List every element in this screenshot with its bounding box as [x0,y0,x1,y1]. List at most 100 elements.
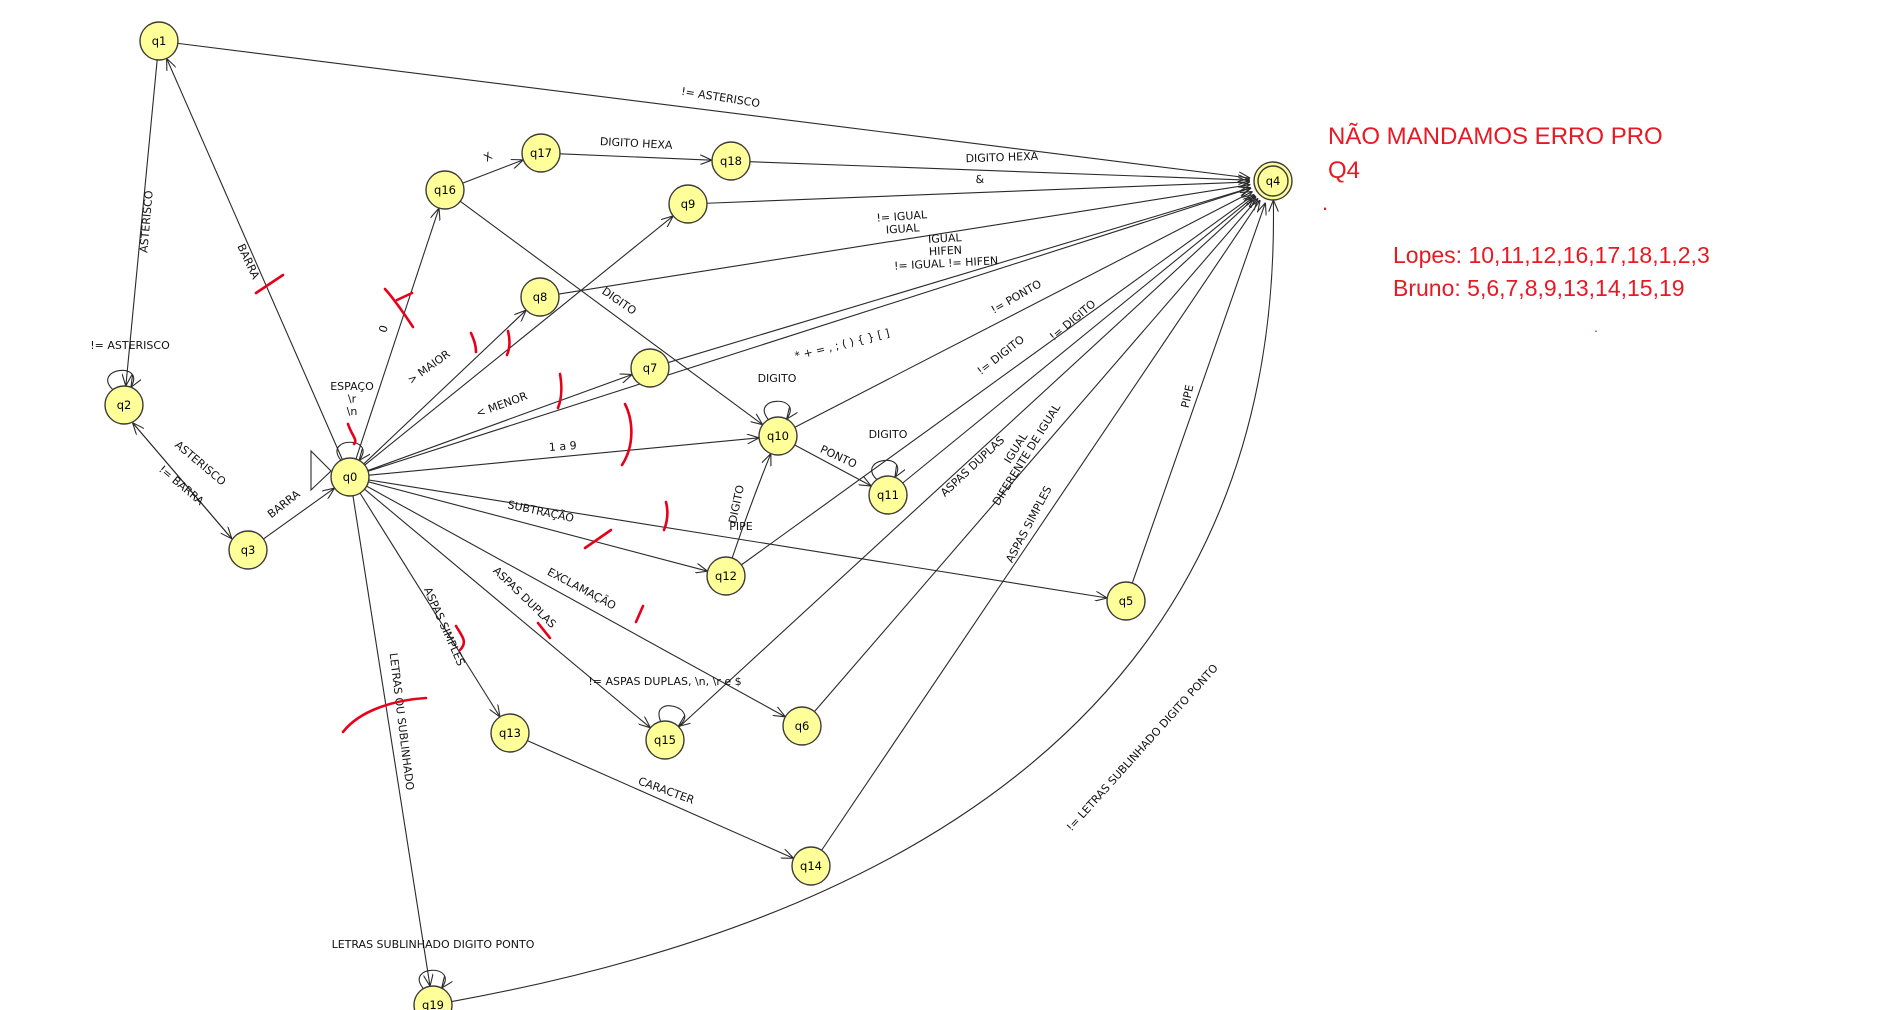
red-strike-mark [469,331,478,354]
transition-label-q16-q10: DIGITO [599,285,639,318]
transition-q10-q4 [794,192,1253,428]
transition-label-q18-q4: DIGITO HEXA [965,150,1039,166]
transition-label-q19-q19: LETRAS SUBLINHADO DIGITO PONTO [332,938,535,951]
initial-state-arrow [310,449,332,492]
transition-q18-q4 [749,161,1250,180]
red-strike-mark [346,422,357,446]
red-strike-mark [620,402,633,467]
state-label: q1 [152,34,167,48]
red-strike-mark [556,372,563,410]
state-label: q10 [767,429,789,443]
transition-label-q0-q5: PIPE [729,520,753,533]
transition-q0-q7 [367,374,632,472]
red-strike-mark [254,273,285,295]
note-no-error-q4: NÃO MANDAMOS ERRO PRO Q4 [1328,123,1663,184]
transition-q10-q11 [794,444,872,486]
transition-label-q0-q9: & [975,173,985,187]
transition-q16-q10 [459,200,762,424]
red-strike-mark [634,604,645,624]
transition-label-q19-q4: != LETRAS SUBLINHADO DIGITO PONTO [1064,661,1221,833]
transition-q0-q12 [368,481,707,571]
transition-label-q1-q2: ASTERISCO [137,190,155,254]
transition-label-q0-q8: > MAIOR [405,347,453,387]
state-q6: q6 [782,706,822,746]
transition-q8-q4 [558,185,1251,295]
red-strike-mark [505,329,511,357]
state-q0: q0 [330,457,370,497]
transition-label-q11-q4: != DIGITO [975,333,1027,378]
transition-q17-q18 [559,153,712,160]
transition-label-q0-q13: ASPAS SIMPLES [421,585,467,668]
red-strike-marks [254,273,669,734]
transition-q0-q1 [167,58,343,460]
transition-q0-q5 [368,479,1107,598]
transition-q1-q4 [177,42,1250,178]
state-label: q17 [530,146,552,160]
transition-label-q12-q10: DIGITO [726,484,747,525]
transition-label-q10-q11: PONTO [818,443,859,471]
state-label: q0 [343,470,358,484]
transition-label-q14-q4: ASPAS SIMPLES [1003,484,1054,565]
transition-q16-q17 [462,160,524,184]
state-label: q2 [117,398,132,412]
state-label: q9 [681,197,696,211]
state-q2: q2 [104,385,144,425]
transition-q0-q6 [366,485,786,717]
transition-q12-q10 [731,454,771,559]
transition-q0-q19 [352,495,430,986]
red-strike-mark [536,621,552,640]
transition-label-q16-q17: X [482,149,496,164]
red-strike-mark [341,696,428,734]
transition-label-q0-q6: EXCLAMAÇÃO [545,565,618,612]
red-strike-mark [583,528,613,550]
transition-q12-q4 [741,194,1254,566]
transition-label-q0-q7: < MENOR [474,389,529,420]
transition-q15-q15 [658,705,685,727]
transition-q0-q10 [368,438,759,476]
transition-q15-q4 [678,197,1256,728]
state-label: q7 [643,361,658,375]
transition-label-q7-q4: IGUALHIFEN!= IGUAL != HIFEN [892,229,998,272]
state-q4: q4 [1253,161,1293,201]
state-label: q6 [795,719,810,733]
transition-q0-q0 [336,441,363,460]
note-dot-small: . [1594,319,1598,335]
state-label: q12 [715,569,737,583]
state-label: q15 [654,733,676,747]
transition-label-q17-q18: DIGITO HEXA [600,135,674,152]
transition-q7-q4 [668,188,1251,364]
transition-q13-q14 [527,740,793,859]
transition-label-q0-q19: LETRAS OU SUBLINHADO [387,652,417,791]
state-q17: q17 [521,133,561,173]
transition-q0-q8 [363,310,526,465]
transition-q11-q11 [871,459,898,481]
state-q19: q19 [413,985,453,1010]
transition-q0-q4 [367,188,1251,472]
transition-label-q3-q0: BARRA [265,487,303,521]
transition-label-q0-q4: * + = , ; ( ) { } [ ] [793,327,891,363]
transition-label-q1-q4: != ASTERISCO [680,85,761,110]
state-q7: q7 [630,348,670,388]
state-q14: q14 [791,846,831,886]
state-label: q11 [877,488,899,502]
red-strike-mark [395,291,414,302]
transition-q2-q2 [107,369,134,391]
transition-label-q0-q1: BARRA [234,242,262,282]
state-q10: q10 [758,416,798,456]
state-label: q16 [434,183,456,197]
state-q11: q11 [868,475,908,515]
note-lopes-states: Lopes: 10,11,12,16,17,18,1,2,3 [1393,242,1710,268]
transition-q3-q0 [263,488,334,540]
transition-label-q8-q4: != IGUALIGUAL [876,208,929,237]
transition-label-q11-q11: DIGITO [869,428,908,441]
state-q16: q16 [425,170,465,210]
state-label: q18 [720,154,742,168]
note-dot: . [1322,190,1329,215]
transition-q0-q13 [359,492,500,717]
transition-label-q12-q4: != DIGITO [1047,297,1099,343]
state-label: q5 [1119,594,1134,608]
transition-q0-q9 [364,216,673,466]
transition-label-q2-q2: != ASTERISCO [90,339,170,352]
state-label: q13 [499,726,521,740]
